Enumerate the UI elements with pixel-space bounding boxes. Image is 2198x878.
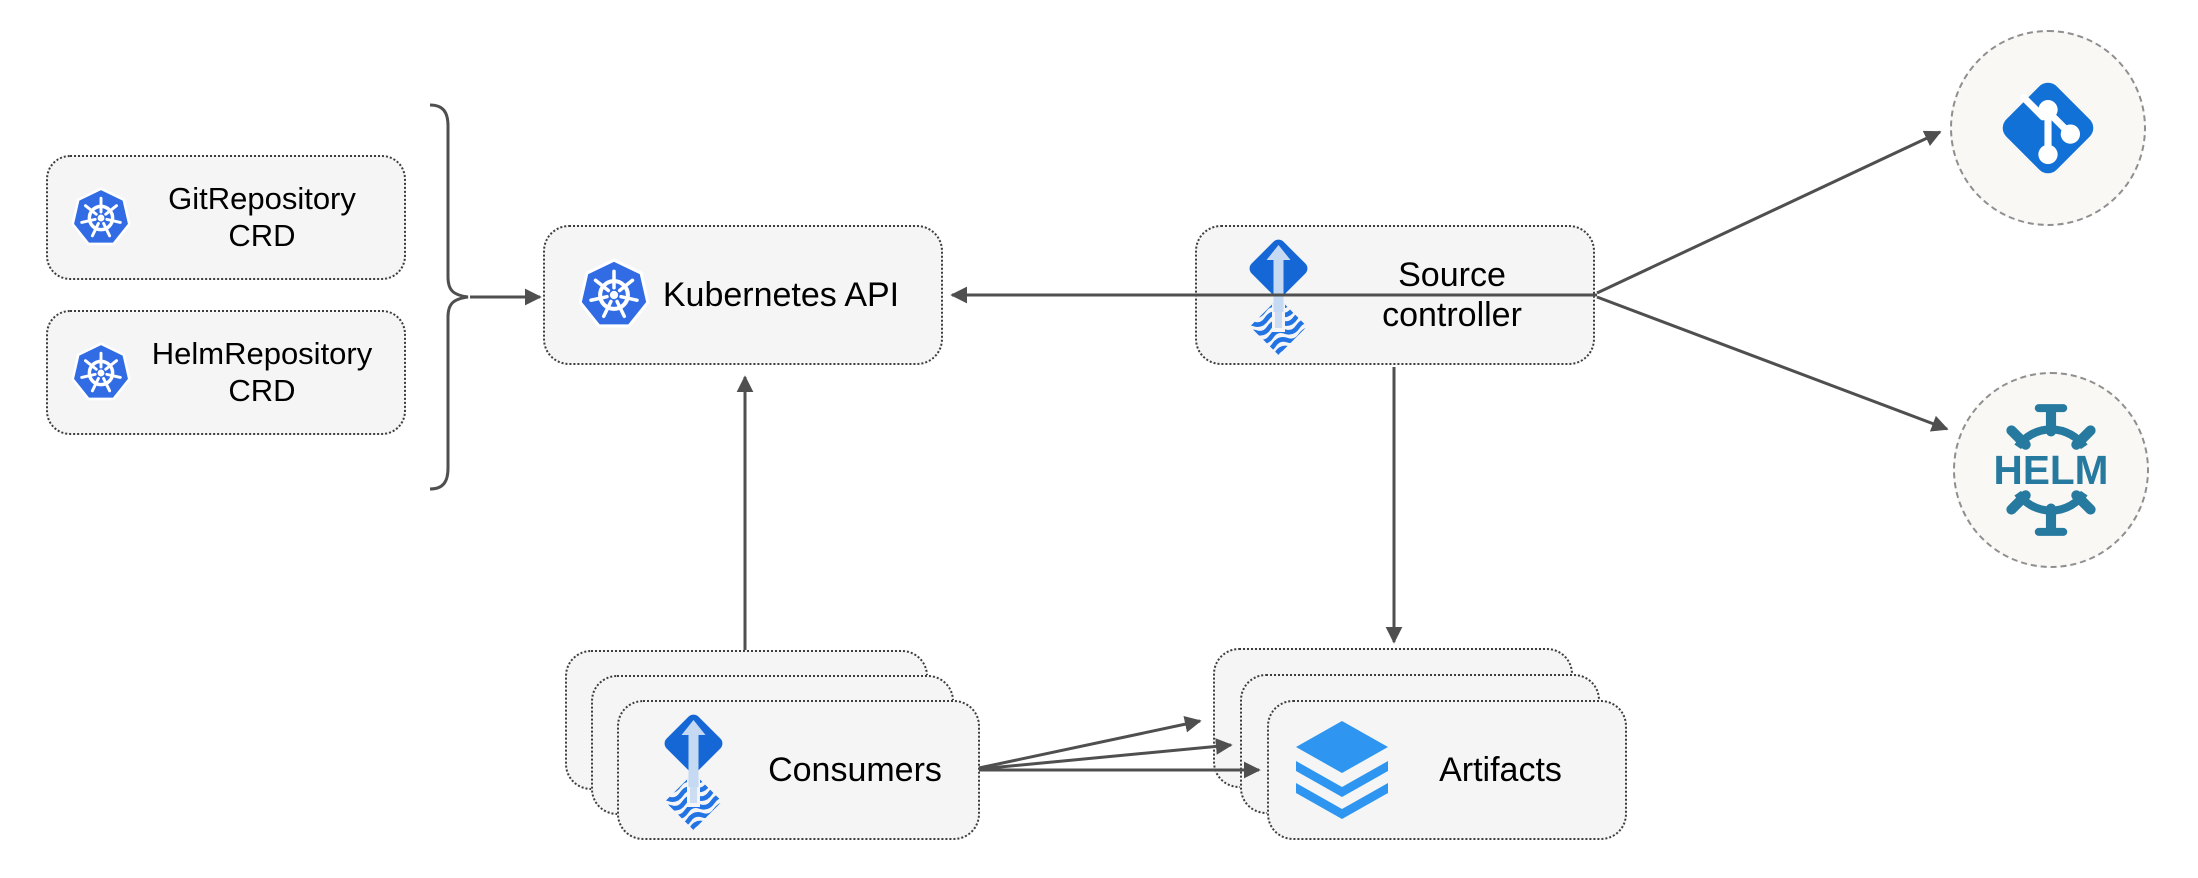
git-repository-crd-line2: CRD (228, 217, 296, 253)
helm-logo-text: HELM (1994, 447, 2109, 493)
git-branch-icon (1987, 67, 2109, 189)
kubernetes-wheel-icon (577, 258, 651, 332)
source-controller-line1: Source (1398, 255, 1506, 294)
edge-source-to-helm (1596, 295, 1949, 432)
flux-controller-icon (1237, 236, 1321, 355)
helm-repository-crd-label: HelmRepository CRD (132, 336, 392, 409)
kubernetes-wheel-icon (70, 186, 132, 249)
node-kubernetes-api: Kubernetes API (543, 225, 943, 365)
helm-repository-crd-line2: CRD (228, 372, 296, 408)
flux-controller-icon (652, 711, 736, 830)
brace-crd-group (429, 103, 469, 491)
consumers-label: Consumers (768, 750, 942, 789)
helm-wheel-icon: HELM (1980, 399, 2122, 541)
edge-consumers-to-artifacts-middle (978, 738, 1233, 771)
git-repository-crd-label: GitRepository CRD (132, 181, 392, 254)
node-source-controller: Source controller (1195, 225, 1595, 365)
artifacts-label: Artifacts (1439, 750, 1562, 789)
edge-consumers-to-artifacts-back (978, 715, 1202, 770)
node-helm-repository: HELM (1953, 372, 2149, 568)
node-helm-repository-crd: HelmRepository CRD (46, 310, 406, 435)
kubernetes-api-label: Kubernetes API (662, 275, 900, 314)
edge-source-to-git (1596, 130, 1942, 295)
node-artifacts: Artifacts (1267, 700, 1627, 840)
node-git-repository-crd: GitRepository CRD (46, 155, 406, 280)
node-git-repository (1950, 30, 2146, 226)
helm-repository-crd-line1: HelmRepository (151, 335, 373, 371)
source-controller-line2: controller (1382, 296, 1522, 334)
layers-icon (1294, 719, 1390, 821)
node-consumers: Consumers (617, 700, 980, 840)
git-repository-crd-line1: GitRepository (168, 180, 356, 216)
kubernetes-wheel-icon (70, 341, 132, 404)
source-controller-label: Source controller (1321, 255, 1583, 335)
